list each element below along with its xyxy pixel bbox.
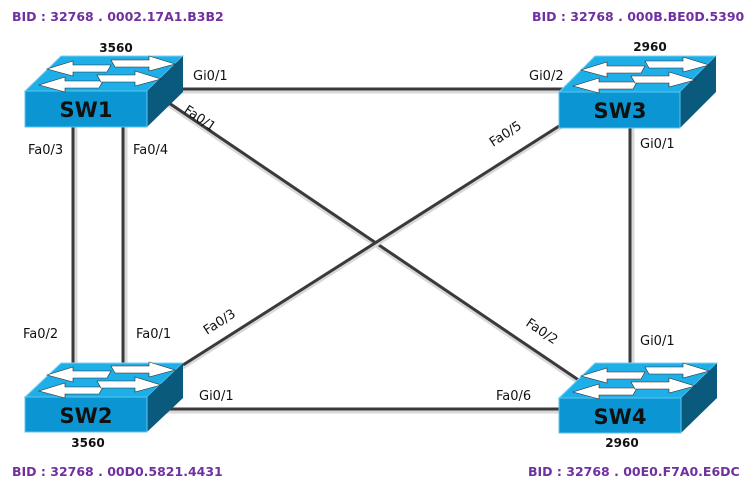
port-label-sw1-fa0-4: Fa0/4 <box>133 143 168 158</box>
port-label-sw1-gi0-1: Gi0/1 <box>193 69 228 84</box>
link-sw3-sw2[interactable] <box>182 119 568 367</box>
port-label-sw3-gi0-1: Gi0/1 <box>640 137 675 152</box>
port-label-sw1-fa0-3: Fa0/3 <box>28 143 63 158</box>
links <box>71 87 635 414</box>
switch-sw4[interactable]: SW4 <box>557 362 719 434</box>
port-label-sw4-gi0-1: Gi0/1 <box>640 334 675 349</box>
switch-model-sw3: 2960 <box>633 40 666 54</box>
switch-model-sw4: 2960 <box>605 436 638 450</box>
switch-side-face <box>147 363 183 432</box>
switch-side-face <box>680 56 716 128</box>
switch-front-face <box>24 396 148 433</box>
switch-name: SW1 <box>60 98 113 122</box>
bridge-id-sw3: BID : 32768 . 000B.BE0D.5390 <box>532 9 745 24</box>
bridge-id-sw1: BID : 32768 . 0002.17A1.B3B2 <box>12 9 224 24</box>
switch-name: SW4 <box>594 405 647 429</box>
port-label-sw2-gi0-1: Gi0/1 <box>199 389 234 404</box>
switch-name: SW3 <box>594 99 647 123</box>
switch-model-sw2: 3560 <box>71 436 104 450</box>
switch-front-face <box>558 91 681 129</box>
switch-sw1[interactable]: SW1 <box>23 55 185 128</box>
port-label-sw2-fa0-2: Fa0/2 <box>23 327 58 342</box>
switch-sw2[interactable]: SW2 <box>23 361 185 433</box>
switch-front-face <box>24 90 148 128</box>
port-label-sw3-fa0-5: Fa0/5 <box>487 119 525 151</box>
port-label-sw2-fa0-1: Fa0/1 <box>136 327 171 342</box>
switch-model-sw1: 3560 <box>99 41 132 55</box>
port-label-sw4-fa0-2: Fa0/2 <box>523 316 561 348</box>
switch-sw3[interactable]: SW3 <box>557 55 718 129</box>
bridge-id-sw2: BID : 32768 . 00D0.5821.4431 <box>12 464 223 479</box>
switch-side-face <box>147 56 183 127</box>
switch-front-face <box>558 397 682 434</box>
port-label-sw3-gi0-2: Gi0/2 <box>529 69 564 84</box>
port-label-sw1-fa0-1: Fa0/1 <box>181 103 219 135</box>
bridge-id-sw4: BID : 32768 . 00E0.F7A0.E6DC <box>528 464 740 479</box>
port-label-sw4-fa0-6: Fa0/6 <box>496 389 531 404</box>
switch-side-face <box>681 363 717 433</box>
switch-name: SW2 <box>60 404 113 428</box>
